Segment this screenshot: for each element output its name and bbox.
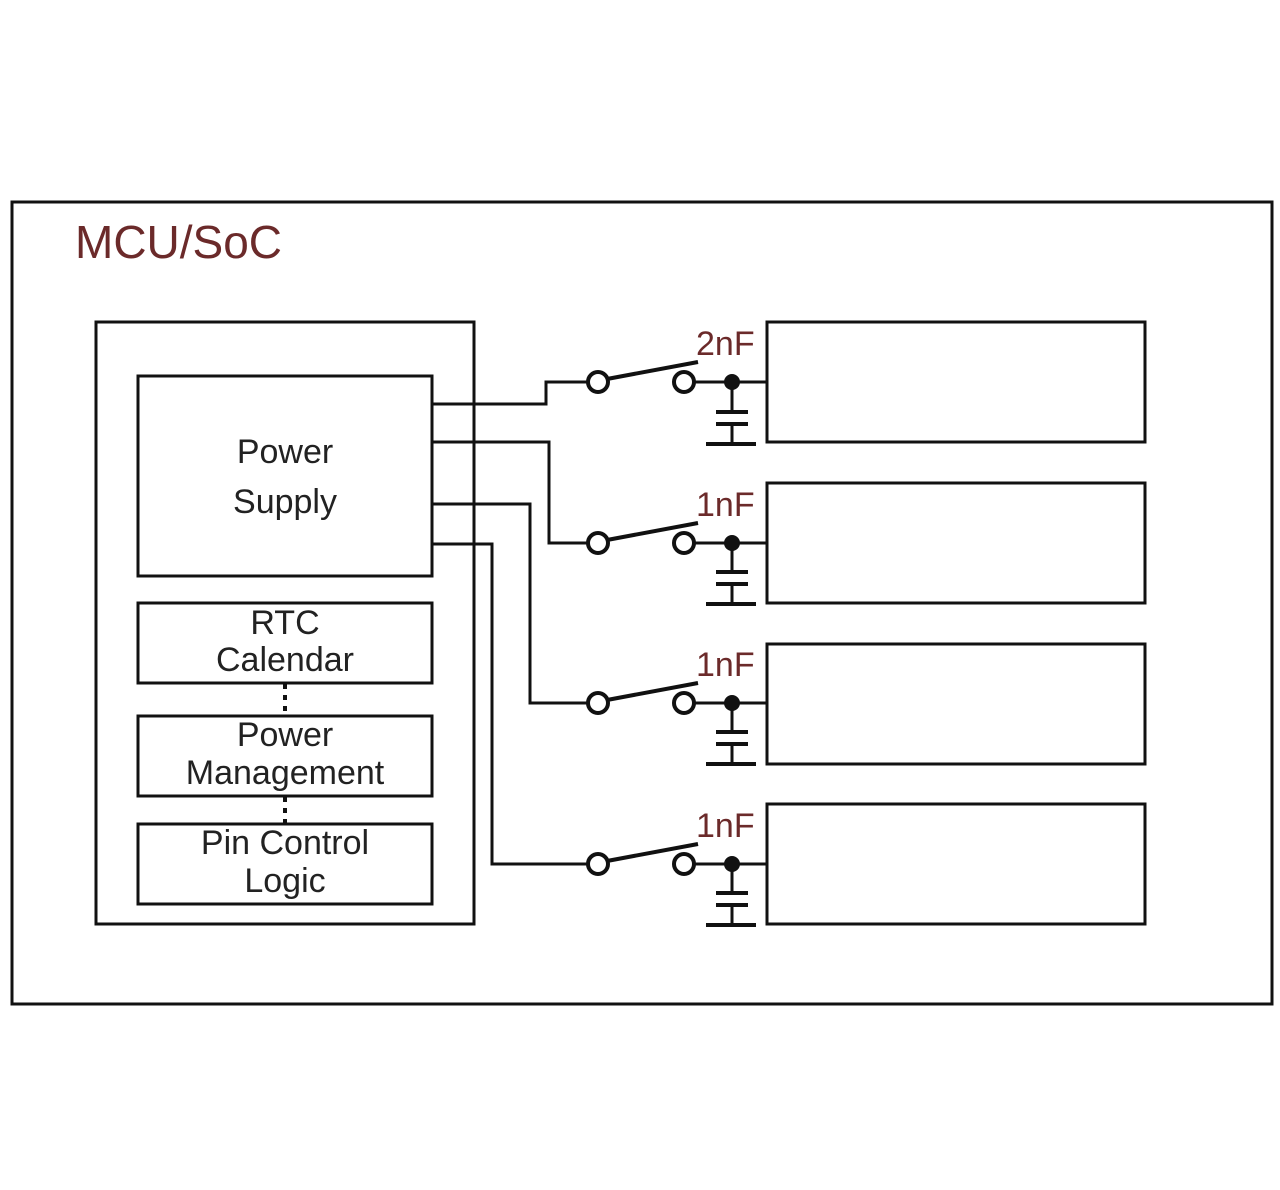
switch-1-left-terminal bbox=[586, 370, 610, 394]
channel-3: 1nF bbox=[586, 642, 1147, 766]
switch-1-right-terminal bbox=[672, 370, 696, 394]
supply-wire-4 bbox=[432, 542, 588, 866]
rtc-label-line2: Calendar bbox=[216, 641, 354, 679]
switch-2-lever bbox=[606, 521, 699, 542]
power-supply-label-line2: Supply bbox=[233, 483, 337, 521]
switch-4-lever bbox=[606, 842, 699, 863]
load-block-1 bbox=[765, 320, 1147, 444]
supply-wire-3 bbox=[432, 502, 588, 705]
pin-control-label-line2: Logic bbox=[244, 862, 325, 900]
power-supply-block bbox=[136, 374, 434, 578]
switch-4-left-terminal bbox=[586, 852, 610, 876]
capacitor-3-value: 1nF bbox=[696, 646, 755, 684]
capacitor-2-value: 1nF bbox=[696, 486, 755, 524]
rtc-label-line1: RTC bbox=[250, 604, 319, 642]
switch-3-left-terminal bbox=[586, 691, 610, 715]
capacitor-4-value: 1nF bbox=[696, 807, 755, 845]
switch-3-lever bbox=[606, 681, 699, 702]
pin-control-logic-block bbox=[136, 822, 434, 906]
load-block-4 bbox=[765, 802, 1147, 926]
rtc-calendar-block bbox=[136, 601, 434, 685]
switch-2-right-terminal bbox=[672, 531, 696, 555]
load-block-3 bbox=[765, 642, 1147, 766]
supply-wire-2 bbox=[432, 440, 588, 545]
power-supply-label-line1: Power bbox=[237, 433, 333, 471]
switch-3-right-terminal bbox=[672, 691, 696, 715]
switch-2-left-terminal bbox=[586, 531, 610, 555]
channel-4: 1nF bbox=[586, 802, 1147, 927]
power-management-block bbox=[136, 714, 434, 798]
supply-wire-1 bbox=[432, 380, 588, 406]
switch-4-right-terminal bbox=[672, 852, 696, 876]
channel-2: 1nF bbox=[586, 481, 1147, 606]
load-block-2 bbox=[765, 481, 1147, 605]
power-management-label-line1: Power bbox=[237, 716, 333, 754]
capacitor-1-value: 2nF bbox=[696, 325, 755, 363]
channel-1: 2nF bbox=[586, 320, 1147, 446]
mcu-soc-title: MCU/SoC bbox=[75, 216, 282, 268]
power-management-label-line2: Management bbox=[186, 754, 385, 792]
switch-1-lever bbox=[606, 360, 699, 381]
pin-control-label-line1: Pin Control bbox=[201, 824, 369, 862]
